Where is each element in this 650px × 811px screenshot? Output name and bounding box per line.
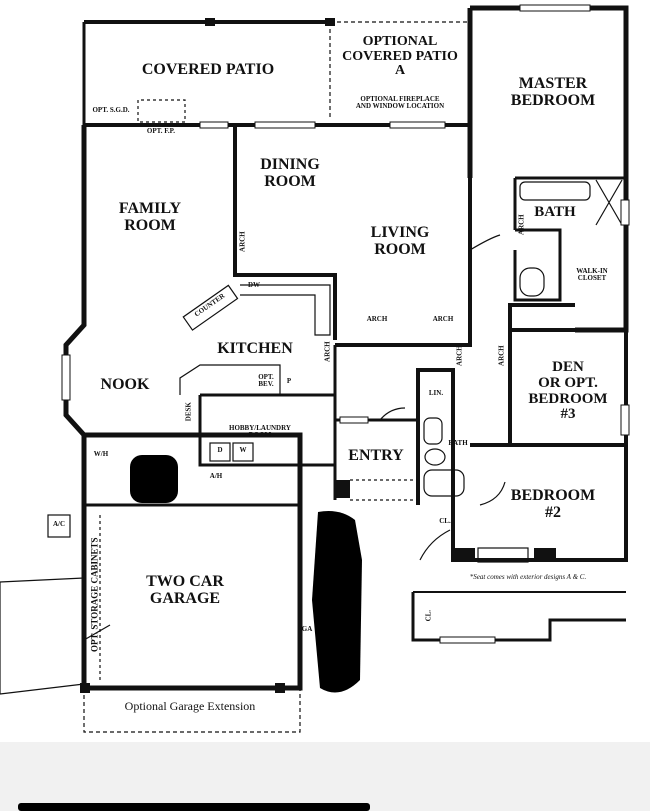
seat-label: SEAT*	[492, 549, 514, 557]
desk-label: DESK	[184, 402, 193, 422]
entry-label: ENTRY	[348, 447, 404, 464]
living-room-label: LIVING ROOM	[370, 224, 430, 258]
hall-bath-label: BATH	[448, 439, 468, 447]
home-indicator-bar[interactable]	[18, 803, 370, 811]
bedroom-2-label: BEDROOM #2	[510, 487, 596, 521]
water-heater-label: W/H	[93, 450, 109, 458]
garage-label: TWO CAR GARAGE	[146, 573, 224, 607]
opt-bev-label: OPT. BEV.	[258, 373, 274, 389]
arch-dining-label: ARCH	[238, 231, 247, 252]
interior-lines	[0, 21, 623, 733]
opt-sgd-label: OPT. S.G.D.	[92, 106, 130, 114]
arch-den-label: ARCH	[497, 345, 506, 366]
footer-area	[0, 742, 650, 811]
walk-in-closet-label: WALK-IN CLOSET	[576, 267, 608, 283]
ga-label: GA	[301, 625, 313, 633]
pantry-label: P	[286, 377, 292, 385]
master-bedroom-label: MASTER BEDROOM	[510, 75, 596, 109]
nook-label: NOOK	[100, 376, 150, 393]
air-handler-small-label: A/H	[209, 472, 223, 480]
optional-covered-patio-label: OPTIONAL COVERED PATIO A	[342, 34, 458, 79]
wall-blocks	[80, 18, 556, 693]
kitchen-label: KITCHEN	[217, 340, 293, 357]
arch-bath-label: ARCH	[517, 214, 526, 235]
arch-living-1-label: ARCH	[366, 315, 388, 323]
seat-note: *Seat comes with exterior designs A & C.	[469, 573, 587, 581]
floor-plan-drawing	[0, 4, 630, 733]
optional-fireplace-label: OPTIONAL FIREPLACE AND WINDOW LOCATION	[355, 95, 445, 111]
dryer-label: D	[217, 446, 223, 454]
den-label: DEN OR OPT. BEDROOM #3	[528, 359, 608, 423]
opt-fp-label: OPT. F.P.	[146, 127, 176, 135]
linen-label: LIN.	[428, 389, 444, 397]
arch-hall-label: ARCH	[455, 345, 464, 366]
arch-kitchen-label: ARCH	[323, 341, 332, 362]
dining-room-label: DINING ROOM	[260, 156, 320, 190]
garage-extension-label: Optional Garage Extension	[124, 699, 256, 713]
covered-patio-label: COVERED PATIO	[141, 61, 275, 78]
storage-cabinets-label: OPT. STORAGE CABINETS	[89, 537, 100, 652]
master-bath-label: BATH	[534, 204, 576, 220]
windows	[61, 4, 630, 644]
closet-label: CL.	[439, 517, 451, 525]
closet-2-label: CL.	[424, 609, 433, 622]
hobby-laundry-label: HOBBY/LAUNDRY ROOM	[229, 424, 291, 440]
dw-label: DW	[247, 281, 261, 289]
ac-label: A/C	[52, 520, 66, 528]
family-room-label: FAMILY ROOM	[118, 200, 182, 234]
redaction-marks	[130, 455, 362, 693]
arch-living-2-label: ARCH	[432, 315, 454, 323]
washer-label: W	[239, 446, 247, 454]
